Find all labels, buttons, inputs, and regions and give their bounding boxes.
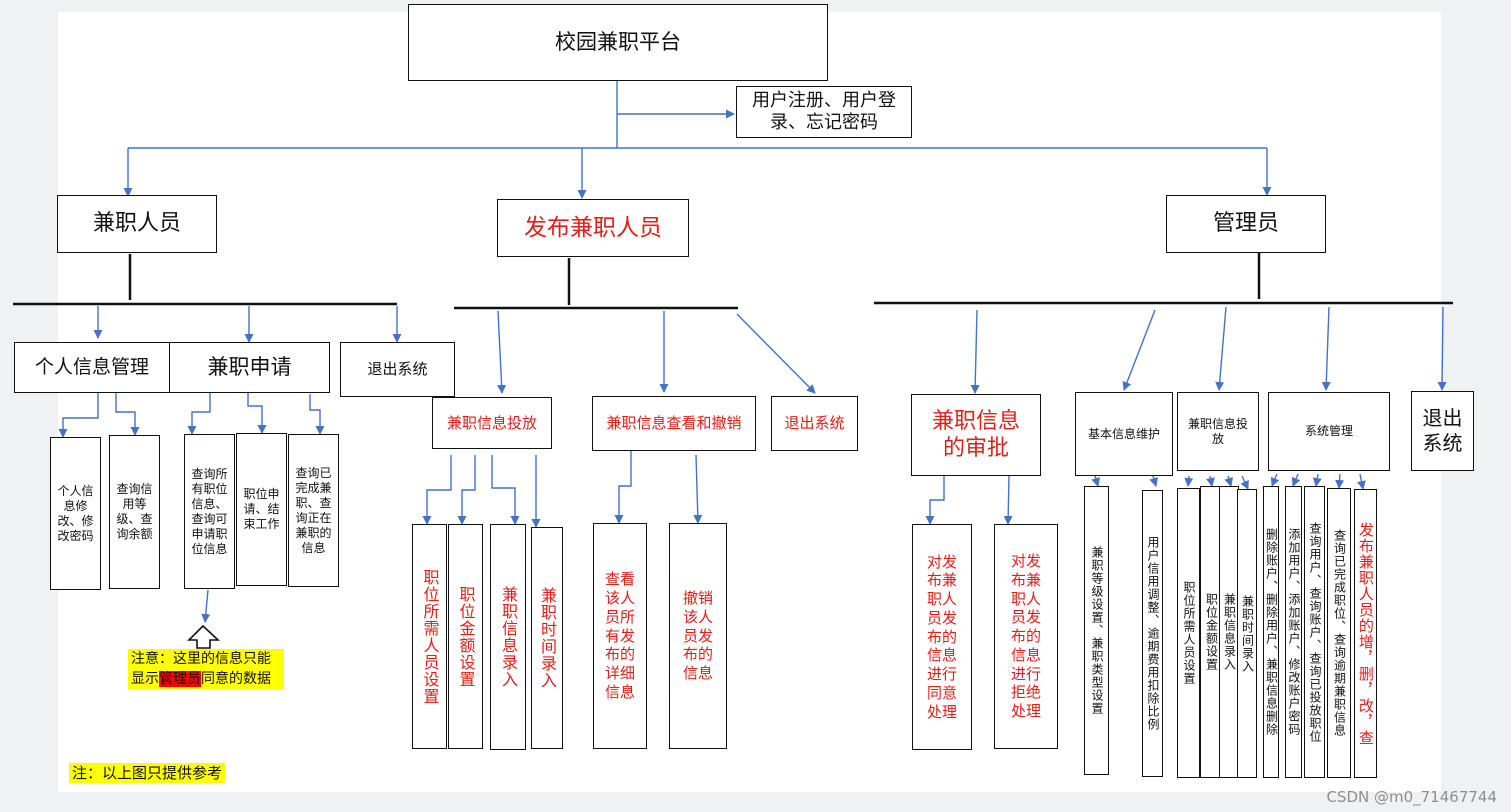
module-system-manage: 系统管理 (1268, 392, 1390, 471)
module-job-post: 兼职信息投放 (432, 397, 552, 449)
leaf-admin-amount-setting: 职位金额设置 (1200, 486, 1222, 778)
module-personal-info: 个人信息管理 (14, 342, 170, 393)
leaf-job-apply-end: 职位申请、结束工作 (236, 433, 287, 586)
module-basic-info: 基本信息维护 (1075, 392, 1173, 476)
leaf-job-history: 查询已完成兼职、查询正在兼职的信息 (288, 434, 339, 587)
leaf-query-overdue: 查询已完成职位、查询逾期兼职信息 (1327, 488, 1351, 778)
leaf-job-query: 查询所有职位信息、查询可申请职位信息 (184, 434, 235, 589)
leaf-admin-staff-setting: 职位所需人员设置 (1177, 488, 1200, 778)
module-logout-parttimer: 退出系统 (340, 342, 455, 397)
leaf-add-account: 添加用户、添加账户、修改账户密码 (1285, 486, 1302, 778)
leaf-approve-reject: 对发布兼职人员发布的信息进行拒绝处理 (994, 524, 1058, 749)
note-highlight: 管理员 (159, 671, 201, 687)
module-approval: 兼职信息的审批 (911, 394, 1041, 476)
module-job-view-revoke: 兼职信息查看和撤销 (592, 396, 756, 451)
leaf-pub-revoke: 撤销该人员发布的信息 (669, 523, 727, 749)
blue-arrows (58, 80, 1447, 623)
up-arrow-icon (187, 624, 221, 649)
leaf-admin-time-entry: 兼职时间录入 (1237, 489, 1257, 778)
leaf-pub-amount-setting: 职位金额设置 (448, 524, 483, 749)
note-admin-approved: 注意：这里的信息只能显示管理员同意的数据 (128, 649, 284, 689)
black-trunk-lines (13, 253, 1453, 310)
leaf-level-type-setting: 兼职等级设置、兼职类型设置 (1084, 486, 1109, 775)
leaf-approve-agree: 对发布兼职人员发布的信息进行同意处理 (912, 524, 972, 750)
leaf-pub-info-entry: 兼职信息录入 (490, 524, 526, 750)
module-logout-admin: 退出系统 (1411, 391, 1474, 471)
leaf-credit-query: 查询信用等级、查询余额 (109, 435, 160, 589)
module-logout-publisher: 退出系统 (771, 396, 858, 451)
leaf-query-account: 查询用户、查询账户、查询已投放职位 (1304, 486, 1325, 778)
role-publisher: 发布兼职人员 (497, 199, 689, 257)
leaf-personal-edit: 个人信息修改、修改密码 (50, 437, 101, 590)
leaf-delete-account: 删除账户、删除用户、兼职信息删除 (1263, 486, 1279, 778)
module-job-apply: 兼职申请 (169, 342, 330, 393)
root-node: 校园兼职平台 (408, 4, 828, 81)
leaf-publisher-crud: 发布兼职人员的增，删，改，查 (1354, 489, 1377, 778)
role-parttimer: 兼职人员 (57, 195, 217, 253)
module-admin-job-post: 兼职信息投放 (1177, 392, 1259, 471)
leaf-pub-staff-setting: 职位所需人员设置 (412, 524, 447, 749)
note-reference-only: 注：以上图只提供参考 (69, 763, 226, 783)
leaf-pub-time-entry: 兼职时间录入 (531, 527, 563, 749)
watermark: CSDN @m0_71467744 (1326, 788, 1497, 806)
leaf-credit-adjust: 用户信用调整、逾期费用扣除比例 (1142, 490, 1163, 777)
leaf-admin-info-entry: 兼职信息录入 (1219, 486, 1239, 778)
role-admin: 管理员 (1166, 195, 1326, 253)
auth-node: 用户注册、用户登录、忘记密码 (736, 86, 912, 138)
leaf-pub-view-detail: 查看该人员所有发布的详细信息 (593, 523, 647, 749)
